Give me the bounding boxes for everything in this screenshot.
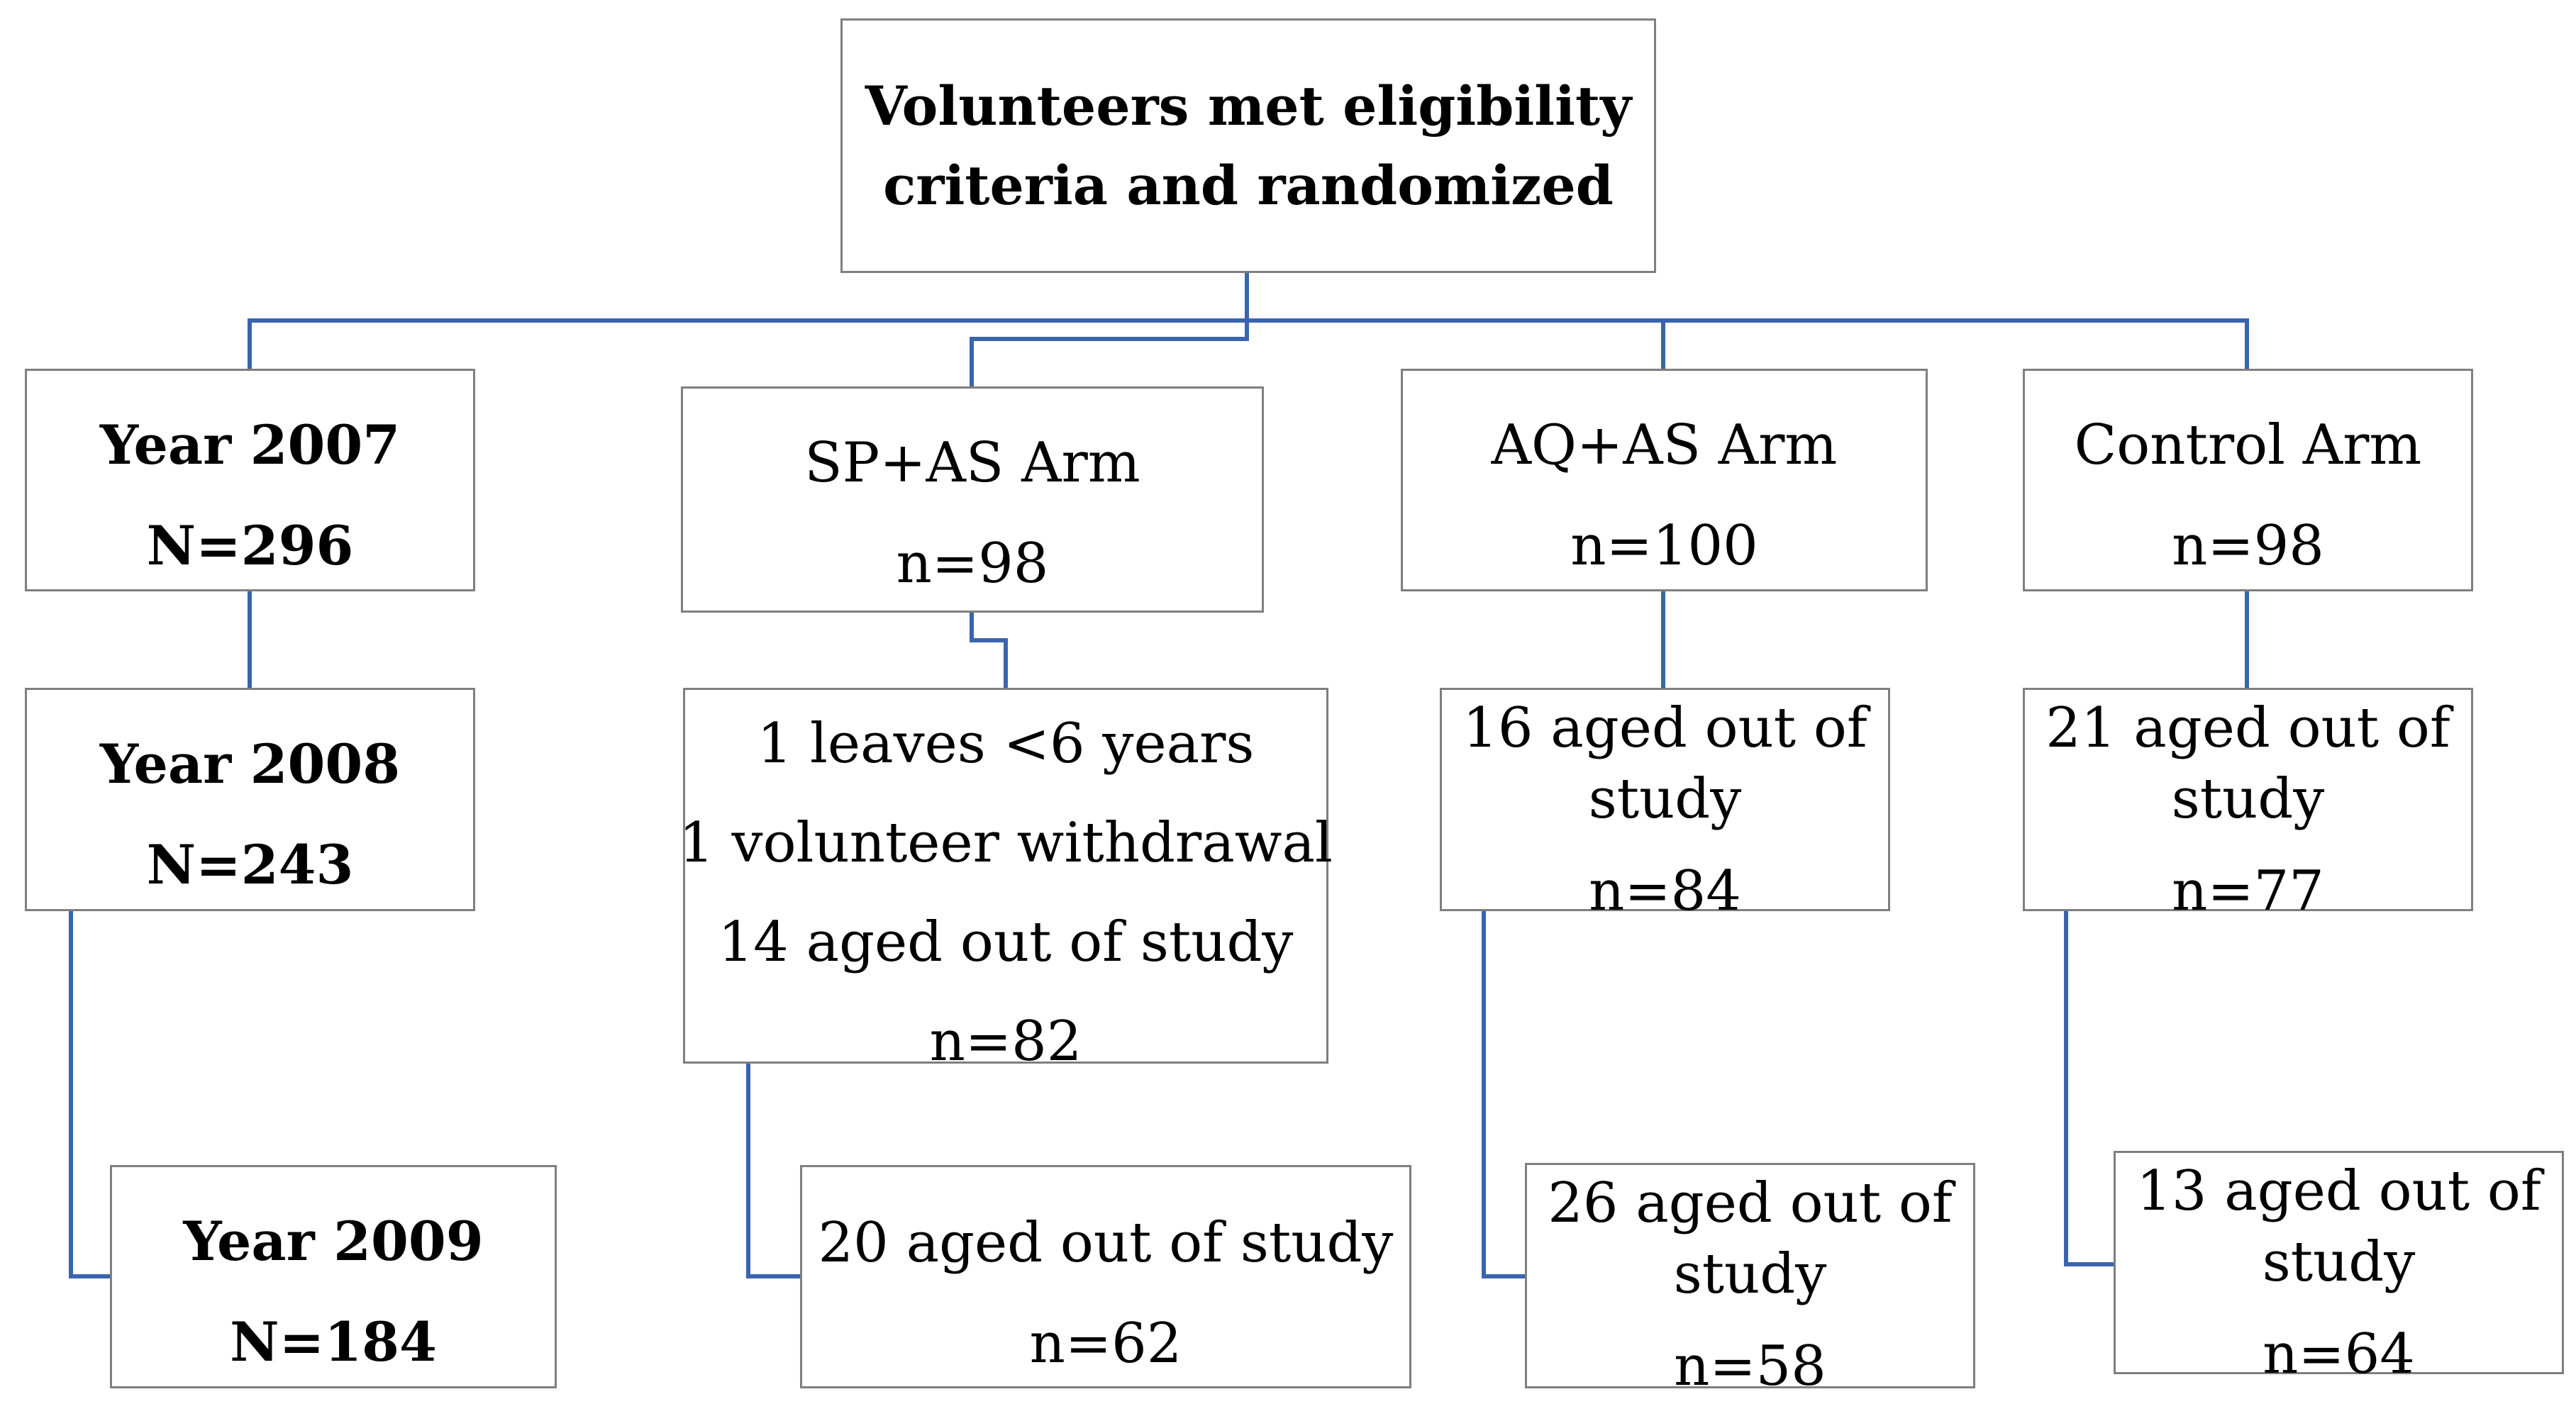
year-2009-count: N=184 — [230, 1310, 437, 1373]
aq-followup-2-box: 26 aged out of study n=58 — [1525, 1163, 1975, 1398]
control-followup-2-line-1: 13 aged out of — [2136, 1159, 2541, 1223]
year-2008-label: Year 2008 — [99, 732, 401, 796]
sp-followup-1-line-2: 1 volunteer withdrawal — [679, 811, 1333, 875]
control-followup-1-box: 21 aged out of study n=77 — [2023, 688, 2473, 923]
connector-sp-arm-to-followup — [970, 613, 1008, 688]
sp-arm-box: SP+AS Arm n=98 — [681, 386, 1264, 613]
control-followup-1-line-2: study — [2171, 767, 2325, 831]
control-followup-2-box: 13 aged out of study n=64 — [2114, 1151, 2564, 1386]
year-2009-label: Year 2009 — [183, 1210, 484, 1273]
control-followup-2-line-2: study — [2262, 1230, 2416, 1294]
control-arm-box: Control Arm n=98 — [2023, 369, 2473, 591]
sp-followup-1-count: n=82 — [929, 1010, 1082, 1074]
connector-sp-followup-to-final — [746, 1064, 800, 1278]
sp-arm-count: n=98 — [896, 532, 1049, 596]
sp-followup-1-line-3: 14 aged out of study — [718, 910, 1294, 974]
sp-followup-2-count: n=62 — [1029, 1312, 1182, 1376]
connector-root-to-sp-arm — [970, 321, 1249, 386]
year-2009-box: Year 2009 N=184 — [110, 1165, 557, 1388]
aq-arm-label: AQ+AS Arm — [1491, 413, 1838, 477]
control-arm-label: Control Arm — [2074, 413, 2422, 477]
aq-followup-2-line-2: study — [1673, 1242, 1827, 1306]
sp-followup-2-line-1: 20 aged out of study — [818, 1211, 1394, 1275]
aq-arm-box: AQ+AS Arm n=100 — [1401, 369, 1928, 591]
sp-arm-label: SP+AS Arm — [804, 431, 1140, 495]
control-followup-1-line-1: 21 aged out of — [2045, 696, 2450, 760]
aq-followup-1-line-2: study — [1588, 767, 1742, 831]
control-followup-1-count: n=77 — [2172, 859, 2324, 923]
control-followup-2-count: n=64 — [2263, 1322, 2415, 1386]
sp-followup-1-box: 1 leaves <6 years 1 volunteer withdrawal… — [679, 688, 1333, 1074]
connector-control-followup-to-final — [2064, 911, 2114, 1266]
control-arm-count: n=98 — [2172, 514, 2324, 578]
sp-followup-2-box: 20 aged out of study n=62 — [800, 1165, 1411, 1388]
year-2008-count: N=243 — [146, 833, 354, 896]
connector-aq-followup-to-final — [1482, 911, 1525, 1278]
root-line-1: Volunteers met eligibility — [865, 74, 1632, 138]
year-2008-box: Year 2008 N=243 — [25, 688, 475, 911]
aq-followup-1-line-1: 16 aged out of — [1462, 696, 1867, 760]
aq-followup-1-box: 16 aged out of study n=84 — [1440, 688, 1890, 923]
connector-2008-to-2009 — [69, 911, 110, 1278]
year-2007-label: Year 2007 — [99, 413, 401, 477]
sp-followup-1-line-1: 1 leaves <6 years — [757, 712, 1255, 776]
root-line-2: criteria and randomized — [883, 153, 1614, 217]
aq-followup-1-count: n=84 — [1589, 859, 1741, 923]
aq-arm-count: n=100 — [1570, 514, 1758, 578]
year-2007-count: N=296 — [146, 514, 354, 577]
root-box: Volunteers met eligibility criteria and … — [840, 18, 1656, 273]
aq-followup-2-line-1: 26 aged out of — [1548, 1171, 1953, 1235]
year-2007-box: Year 2007 N=296 — [25, 369, 475, 591]
aq-followup-2-count: n=58 — [1674, 1334, 1826, 1398]
